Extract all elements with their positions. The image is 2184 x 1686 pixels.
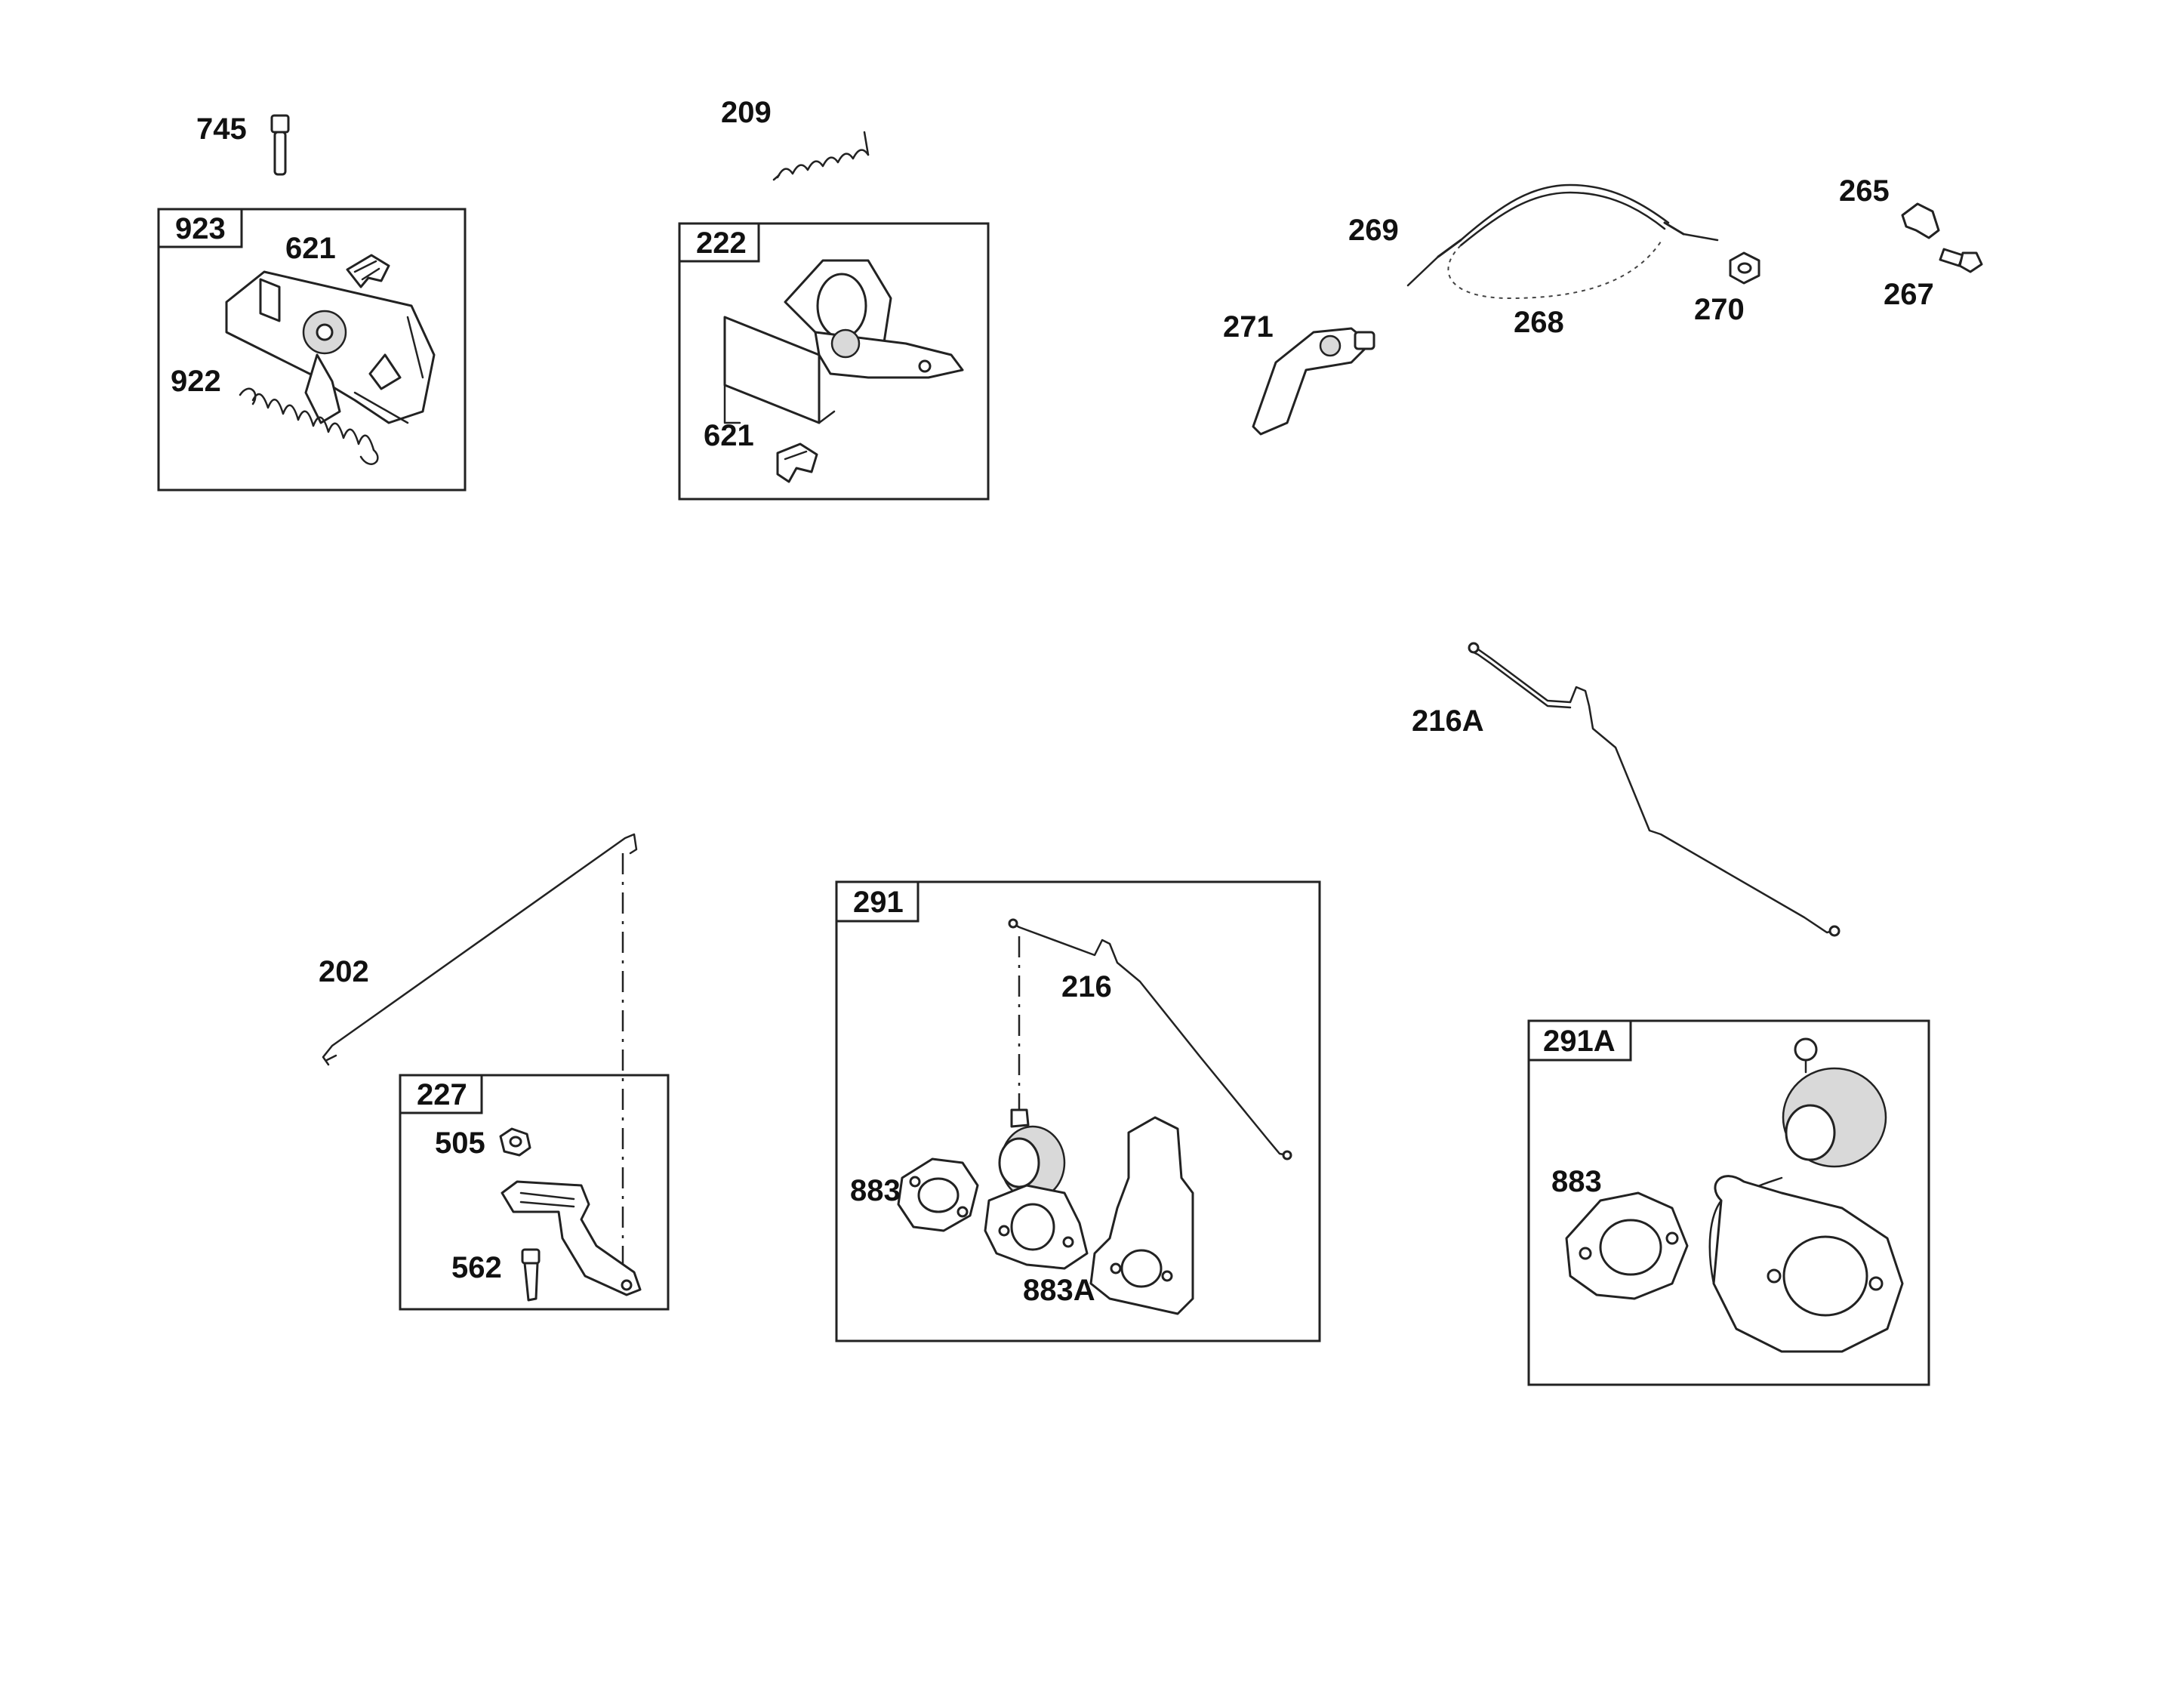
box-222-frame	[678, 222, 990, 501]
callout-883-b: 883	[1551, 1165, 1602, 1198]
part-883-gasket-a	[897, 1157, 979, 1232]
box-923-label: 923	[175, 212, 226, 245]
box-227-frame	[399, 1074, 670, 1311]
box-923: 923	[157, 208, 467, 492]
box-291-label: 291	[853, 886, 904, 919]
box-291A: 291A	[1527, 1019, 1930, 1386]
box-291-tab	[835, 880, 919, 923]
part-267-screw	[1939, 248, 1983, 273]
box-227: 227	[399, 1074, 670, 1311]
callout-505: 505	[435, 1127, 485, 1160]
part-271-bracket	[1252, 327, 1375, 436]
part-269-268-cable	[1406, 183, 1719, 300]
callout-202: 202	[319, 955, 369, 988]
callout-268: 268	[1514, 306, 1564, 339]
part-209-spring	[772, 131, 870, 181]
callout-209: 209	[721, 96, 772, 129]
part-227-lever	[501, 1180, 642, 1296]
callout-621-b: 621	[704, 419, 754, 452]
box-222: 222	[678, 222, 990, 501]
box-291A-tab	[1527, 1019, 1632, 1062]
part-745-bolt	[270, 114, 290, 176]
callout-562: 562	[451, 1251, 502, 1284]
part-291A-housing	[1708, 1037, 1904, 1353]
part-216-link	[1008, 918, 1292, 1160]
part-562-screw	[521, 1248, 541, 1302]
part-265-clamp	[1901, 202, 1940, 239]
box-291A-label: 291A	[1543, 1025, 1616, 1058]
callout-267: 267	[1884, 278, 1934, 311]
callout-216A: 216A	[1412, 704, 1484, 738]
box-227-label: 227	[417, 1078, 467, 1111]
callout-883A: 883A	[1023, 1274, 1095, 1307]
callout-269: 269	[1348, 214, 1399, 247]
part-291-housing	[984, 1108, 1089, 1270]
part-202-link	[322, 833, 638, 1066]
part-216A-link	[1468, 642, 1841, 937]
box-291A-frame	[1527, 1019, 1930, 1386]
callout-265: 265	[1839, 174, 1890, 208]
part-505-nut	[499, 1127, 531, 1157]
box-291: 291	[835, 880, 1321, 1342]
box-291-frame	[835, 880, 1321, 1342]
callout-745: 745	[196, 113, 247, 146]
box-227-tab	[399, 1074, 483, 1114]
part-883-gasket-b	[1565, 1191, 1689, 1300]
box-222-label: 222	[696, 227, 747, 260]
part-883A-gasket	[1089, 1116, 1194, 1315]
callout-270: 270	[1694, 293, 1745, 326]
callout-271: 271	[1223, 310, 1274, 344]
callout-216: 216	[1061, 970, 1112, 1003]
part-270-nut	[1729, 251, 1760, 285]
part-621-clip-b	[776, 442, 818, 483]
part-922-spring	[239, 387, 379, 465]
part-923-control-bracket	[225, 270, 436, 424]
part-621-clip-a	[346, 254, 390, 288]
callout-621-a: 621	[285, 232, 336, 265]
box-923-tab	[157, 208, 243, 248]
box-222-tab	[678, 222, 760, 263]
callout-922: 922	[171, 365, 221, 398]
part-222-control-bracket	[723, 259, 964, 424]
box-923-frame	[157, 208, 467, 492]
callout-883-a: 883	[850, 1174, 901, 1207]
